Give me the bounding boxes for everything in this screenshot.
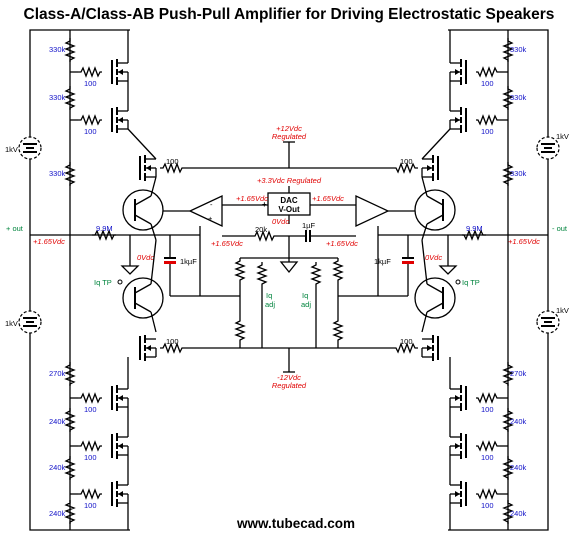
neg-rail-label: -12Vdc [277,373,301,382]
voltage-note: 0Vdc [137,253,154,262]
resistor-label: 330k [49,169,66,178]
resistor-label: 100 [84,127,97,136]
resistor-label: 240k [49,417,66,426]
resistor-label: 100 [481,405,494,414]
capacitor-label: 1kµF [180,257,197,266]
resistor-label: 100 [481,127,494,136]
resistor-label: 9.9M [96,224,113,233]
voltage-note: +1.65Vdc [211,239,243,248]
resistor-label: 330k [510,93,527,102]
resistor-label: 240k [510,417,527,426]
iq-tp-label: Iq TP [94,278,112,287]
iq-adj-label: Iq [302,291,308,300]
resistor-label: 100 [481,453,494,462]
voltage-note: +1.65Vdc [33,237,65,246]
dac-line1: DAC [280,196,298,205]
svg-text:+: + [208,214,213,223]
resistor-label: 240k [49,463,66,472]
iq-adj-label: adj [265,300,275,309]
resistor-label: 100 [481,501,494,510]
resistor-label: 100 [481,79,494,88]
left-channel: 1kV 1kV 330k 330k 330k 270k 240k 240k 24… [5,29,223,531]
neg-rail-sub: Regulated [272,381,307,390]
right-channel [355,29,560,531]
voltage-note: 0Vdc [272,217,289,226]
resistor-label: 330k [510,169,527,178]
iq-adj-label: Iq [266,291,272,300]
output-plus-label: + out [6,224,24,233]
resistor-label: 100 [166,157,179,166]
pos-rail-label: +12Vdc [276,124,302,133]
svg-text:-: - [210,200,213,209]
resistor-label: 100 [400,337,413,346]
resistor-label: 100 [84,79,97,88]
voltage-note: +1.65Vdc [326,239,358,248]
output-minus-label: - out [552,224,568,233]
right-labels: 1kV 1kV 330k 330k 330k 270k 240k 240k 24… [374,45,569,518]
resistor-label: 9.9M [466,224,483,233]
capacitor-label: 1µF [302,221,315,230]
footer-url: www.tubecad.com [236,516,355,531]
hv-label: 1kV [5,145,18,154]
hv-label: 1kV [556,306,569,315]
voltage-note: +1.65Vdc [236,194,268,203]
center-section: +12Vdc Regulated -12Vdc Regulated +3.3Vd… [170,124,408,390]
resistor-label: 270k [49,369,66,378]
resistor-label: 100 [166,337,179,346]
hv-supply-icon [18,310,42,334]
resistor-label: 240k [510,509,527,518]
resistor-label: 240k [49,509,66,518]
capacitor-label: 1kµF [374,257,391,266]
resistor-label: 330k [510,45,527,54]
resistor-label: 100 [84,501,97,510]
resistor-label: 100 [400,157,413,166]
page-title: Class-A/Class-AB Push-Pull Amplifier for… [24,6,555,23]
voltage-note: +1.65Vdc [312,194,344,203]
iq-tp-label: Iq TP [462,278,480,287]
resistor-label: 330k [49,93,66,102]
voltage-note: +1.65Vdc [508,237,540,246]
transistor-icon [122,277,164,319]
resistor-label: 270k [510,369,527,378]
hv-supply-icon [18,136,42,160]
resistor-label: 240k [510,463,527,472]
transistor-icon [122,189,164,231]
pos-rail-sub: Regulated [272,132,307,141]
resistor-label: 100 [84,453,97,462]
resistor-label: 100 [84,405,97,414]
iq-adj-label: adj [301,300,311,309]
dac-line2: V-Out [278,205,300,214]
resistor-label: 330k [49,45,66,54]
hv-label: 1kV [5,319,18,328]
voltage-note: 0Vdc [425,253,442,262]
hv-label: 1kV [556,132,569,141]
dac-supply-label: +3.3Vdc Regulated [257,176,322,185]
resistor-label: 20k [255,225,267,234]
